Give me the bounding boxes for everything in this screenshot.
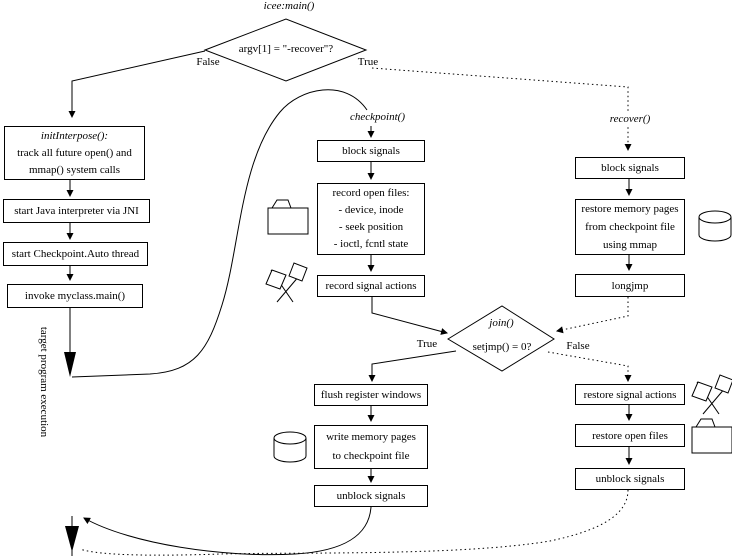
true-edge-label: True [357,56,379,68]
join-label: join() [489,317,514,329]
box-flush-register-windows: flush register windows [314,384,428,406]
label-target-program-execution: target program execution [38,326,50,438]
box-start-checkpoint-thread: start Checkpoint.Auto thread [3,242,148,266]
join-condition: setjmp() = 0? [472,341,532,353]
connector-longjmp-to-join [555,297,629,334]
box-write-memory-pages: write memory pages to checkpoint file [314,425,428,469]
box-invoke-main: invoke myclass.main() [7,284,143,308]
write-memory-pages-line1: write memory pages [326,431,416,443]
box-restore-signal-actions: restore signal actions [575,384,685,405]
thick-arrowhead-execution-start [64,352,76,377]
box-restore-open-files: restore open files [575,424,685,447]
box-restore-memory-pages: restore memory pages from checkpoint fil… [575,199,685,255]
init-interpose-line2: track all future open() and [17,146,132,159]
box-unblock-signals-recover: unblock signals [575,468,685,490]
crossed-flags-icon [265,262,308,303]
join-diamond [447,305,555,372]
connector-true-path [371,67,632,152]
connector-execution-to-checkpoint [71,89,368,378]
folder-icon [691,418,732,454]
write-memory-pages-line2: to checkpoint file [332,450,410,462]
join-false-label: False [566,340,590,352]
label-checkpoint: checkpoint() [350,111,405,123]
connector-false-path [68,50,206,119]
record-open-files-title: record open files: [332,187,410,199]
disk-cylinder-icon [273,431,307,463]
crossed-flags-icon [691,374,732,415]
folder-icon [267,199,309,235]
connector-join-false [547,351,632,383]
main-function-label: icee:main() [263,0,315,12]
connector-unblock-return [83,506,372,556]
record-open-files-item3: - ioctl, fcntl state [333,238,409,250]
label-recover: recover() [594,113,666,125]
connector-signals-to-join [371,297,449,335]
box-init-interpose: initInterpose(): track all future open()… [4,126,145,180]
thick-arrowhead-execution-resume [65,526,79,552]
restore-memory-pages-line3: using mmap [602,239,658,251]
init-interpose-title: initInterpose(): [40,129,109,142]
box-record-signal-actions: record signal actions [317,275,425,297]
record-open-files-item1: - device, inode [338,204,404,216]
false-edge-label: False [196,56,220,68]
restore-memory-pages-line1: restore memory pages [581,203,679,215]
disk-cylinder-icon [698,210,732,242]
decision-diamond-argv [203,18,368,82]
decision-condition: argv[1] = "-recover"? [238,43,334,55]
box-block-signals-checkpoint: block signals [317,140,425,162]
box-block-signals-recover: block signals [575,157,685,179]
record-open-files-item2: - seek position [338,221,404,233]
connector-join-true [368,350,457,383]
join-true-label: True [416,338,438,350]
restore-memory-pages-line2: from checkpoint file [585,221,675,233]
dotted-connectors [79,67,632,556]
init-interpose-line3: mmap() system calls [28,163,121,176]
solid-connectors [66,50,633,556]
box-longjmp: longjmp [575,274,685,297]
box-record-open-files: record open files: - device, inode - see… [317,183,425,255]
box-unblock-signals-checkpoint: unblock signals [314,485,428,507]
box-start-jvm: start Java interpreter via JNI [3,199,150,223]
